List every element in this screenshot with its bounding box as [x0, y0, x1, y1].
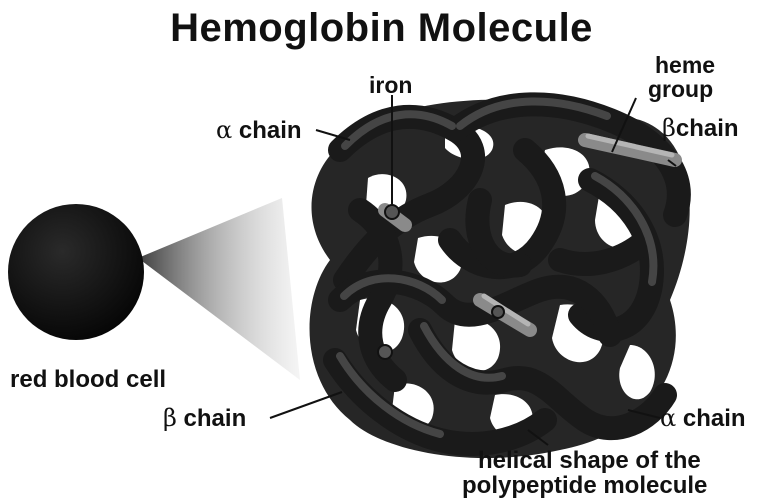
- beta-chain-word: chain: [676, 115, 739, 142]
- beta-chain-label-bottom: β chain: [163, 406, 246, 431]
- iron-label: iron: [369, 74, 412, 97]
- heme-label-line2: group: [648, 78, 713, 101]
- beta-symbol: β: [662, 114, 676, 142]
- helical-shape-label-line2: polypeptide molecule: [462, 474, 707, 498]
- red-blood-cell-sphere: [8, 204, 144, 340]
- heme-label-line1: heme: [655, 54, 715, 77]
- red-blood-cell-label: red blood cell: [10, 368, 166, 392]
- beta-symbol: β: [163, 404, 177, 432]
- iron-atom: [385, 205, 399, 219]
- alpha-symbol: α: [660, 404, 676, 432]
- beta-chain-word: chain: [184, 405, 247, 432]
- alpha-chain-label-bottom: α chain: [660, 406, 746, 431]
- magnification-cone: [138, 198, 300, 380]
- alpha-chain-word: chain: [239, 117, 302, 144]
- helical-shape-label-line1: helical shape of the: [478, 449, 701, 473]
- alpha-chain-word: chain: [683, 405, 746, 432]
- beta-chain-label-top: βchain: [662, 116, 739, 141]
- hemoglobin-molecule: [310, 100, 690, 458]
- alpha-chain-label-top: α chain: [216, 118, 302, 143]
- alpha-symbol: α: [216, 116, 232, 144]
- page-title: Hemoglobin Molecule: [0, 6, 763, 51]
